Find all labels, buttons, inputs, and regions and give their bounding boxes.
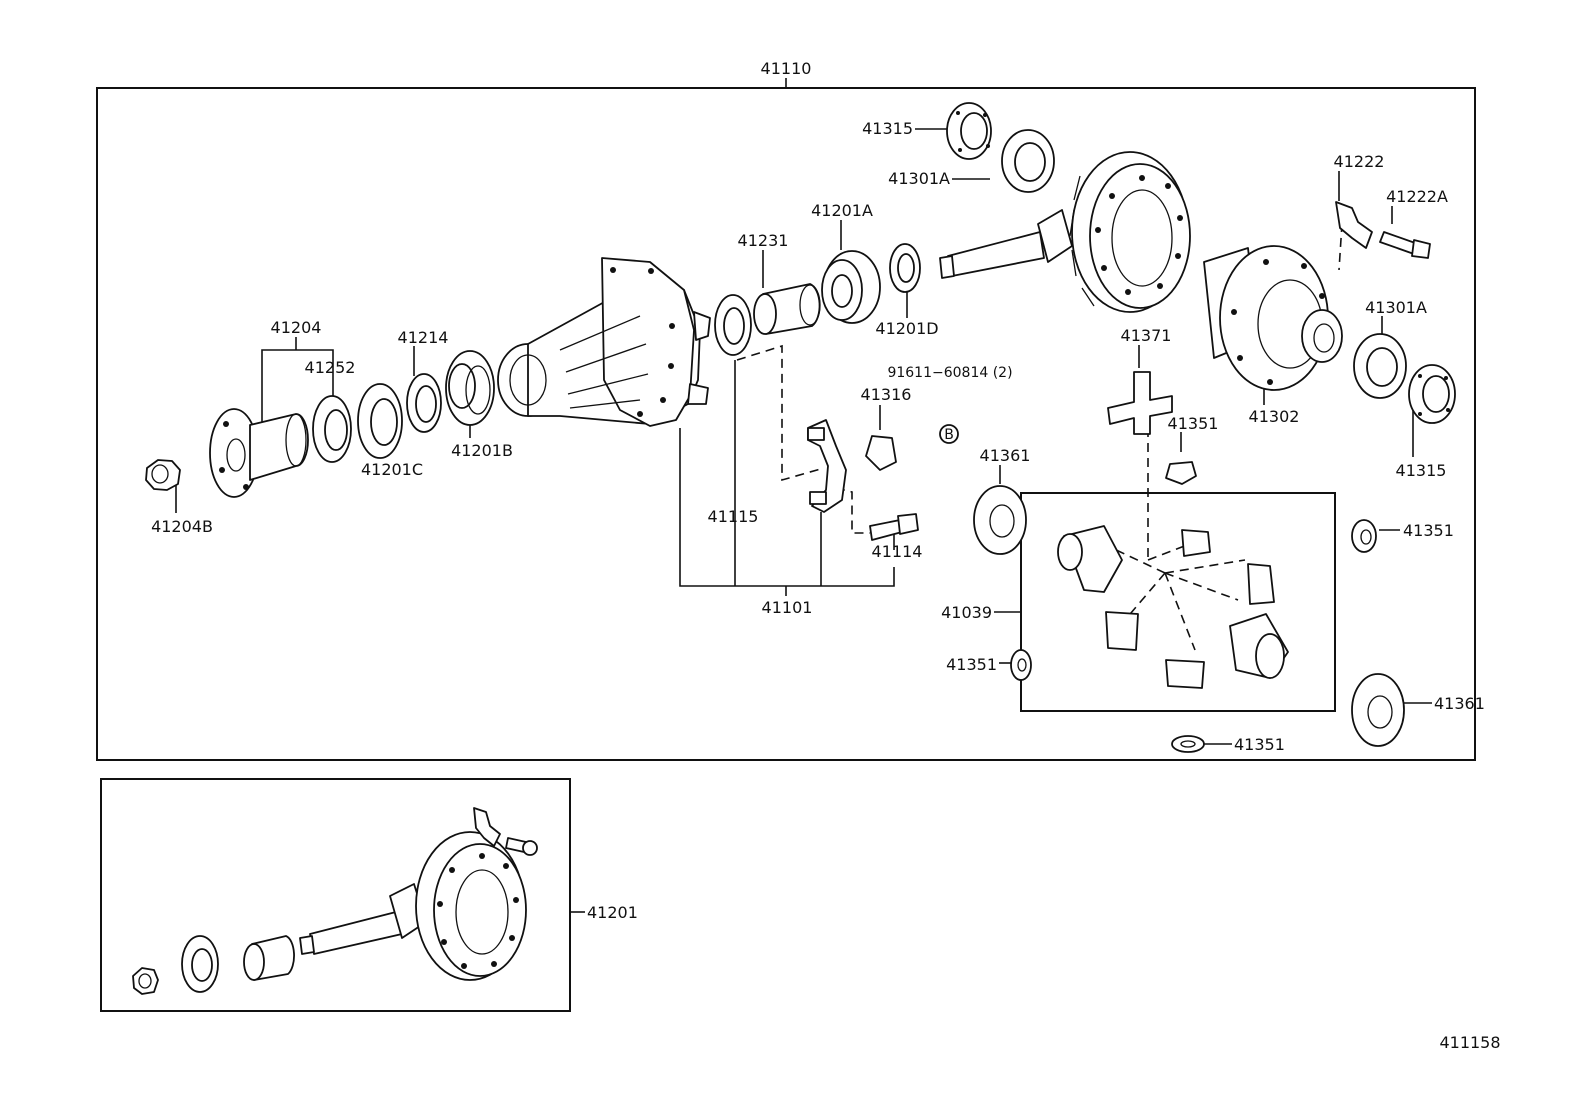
ring-and-pinion-41201: [939, 151, 1191, 313]
diagram-code: 411158: [1439, 1033, 1500, 1052]
differential-gear-kit-frame: [1020, 492, 1336, 712]
label-41039: 41039: [941, 603, 992, 622]
label-41222A: 41222A: [1386, 187, 1448, 206]
label-41371: 41371: [1121, 326, 1172, 345]
lock-plate-41222: [1335, 201, 1373, 249]
label-41214: 41214: [398, 328, 449, 347]
bolt-41114: [869, 513, 919, 541]
label-41316: 41316: [861, 385, 912, 404]
pinion-gear-set-frame: [100, 778, 571, 1012]
label-41201A: 41201A: [811, 201, 873, 220]
bearing-cap-41101: [807, 419, 847, 513]
thrust-washer-41361-left: [973, 485, 1027, 555]
bearing-41201A: [821, 250, 881, 324]
inset-pinion-shaft: [299, 883, 427, 955]
side-gear-left: [1057, 525, 1123, 593]
pinion-washer-41351-left: [1010, 649, 1032, 681]
oil-seal-41115: [714, 294, 752, 356]
side-gear-right: [1229, 613, 1289, 679]
label-41361-right: 41361: [1434, 694, 1485, 713]
spacer-41214: [406, 373, 442, 433]
label-41201B: 41201B: [451, 441, 513, 460]
pinion-gear-left: [1105, 611, 1139, 651]
label-41204B: 41204B: [151, 517, 213, 536]
shim-41201D: [889, 243, 921, 293]
bolt-41222A: [1379, 231, 1431, 259]
label-41252: 41252: [305, 358, 356, 377]
label-41201C: 41201C: [361, 460, 423, 479]
pinion-gear-right: [1247, 563, 1275, 605]
label-41101: 41101: [762, 598, 813, 617]
label-41301A-right: 41301A: [1365, 298, 1427, 317]
thrust-washer-41361-right: [1351, 673, 1405, 747]
label-41222: 41222: [1334, 152, 1385, 171]
label-41201: 41201: [587, 903, 638, 922]
bearing-cup-41315-right: [1408, 364, 1456, 424]
label-41302: 41302: [1249, 407, 1300, 426]
label-41351-left: 41351: [946, 655, 997, 674]
label-41301A-top: 41301A: [888, 169, 950, 188]
pinion-gear-41351-a: [1165, 461, 1197, 485]
bearing-41201C: [357, 383, 403, 459]
oil-seal-41252: [312, 395, 352, 463]
bearing-41201B: [445, 350, 495, 426]
bearing-cup-41315-top: [946, 102, 992, 160]
nut-41204B: [145, 459, 181, 491]
label-41114: 41114: [872, 542, 923, 561]
companion-flange-41204: [209, 408, 309, 498]
label-41351-right: 41351: [1403, 521, 1454, 540]
inset-lock-plate: [473, 807, 501, 847]
label-41351-bottom: 41351: [1234, 735, 1285, 754]
pinion-cross-41371: [1107, 371, 1173, 435]
inset-bearing: [181, 935, 219, 993]
bearing-41301A-top: [1001, 129, 1055, 193]
label-41351-a: 41351: [1168, 414, 1219, 433]
leader-lines: [175, 78, 1432, 913]
label-41204: 41204: [271, 318, 322, 337]
label-41115: 41115: [708, 507, 759, 526]
pinion-washer-41351-bottom: [1171, 735, 1205, 753]
carrier-housing-41110: [497, 257, 711, 427]
inset-ring-gear: [415, 831, 527, 981]
label-41315-top: 41315: [862, 119, 913, 138]
label-41231: 41231: [738, 231, 789, 250]
clip-41316: [865, 435, 897, 471]
label-41361-left: 41361: [980, 446, 1031, 465]
differential-case-41302: [1203, 245, 1343, 391]
inset-nut: [132, 967, 159, 995]
label-41315-right: 41315: [1396, 461, 1447, 480]
label-91611-60814: 91611−60814 (2): [887, 365, 1012, 381]
pinion-washer-41351-right: [1351, 519, 1377, 553]
bearing-spacer-41231: [753, 283, 821, 335]
inset-spacer: [243, 935, 295, 981]
pinion-gear-bottom: [1165, 659, 1205, 689]
label-41110: 41110: [761, 59, 812, 78]
bolt-marker-b: B: [939, 424, 959, 444]
bearing-41301A-right: [1353, 333, 1407, 399]
label-41201D: 41201D: [875, 319, 938, 338]
part-labels: 41110 41315 41301A 41201A 41231 41201D 4…: [151, 59, 1500, 1052]
inset-bolt: [505, 837, 538, 856]
pinion-gear-top: [1181, 529, 1211, 557]
bolt-marker-b-label: B: [944, 427, 954, 443]
